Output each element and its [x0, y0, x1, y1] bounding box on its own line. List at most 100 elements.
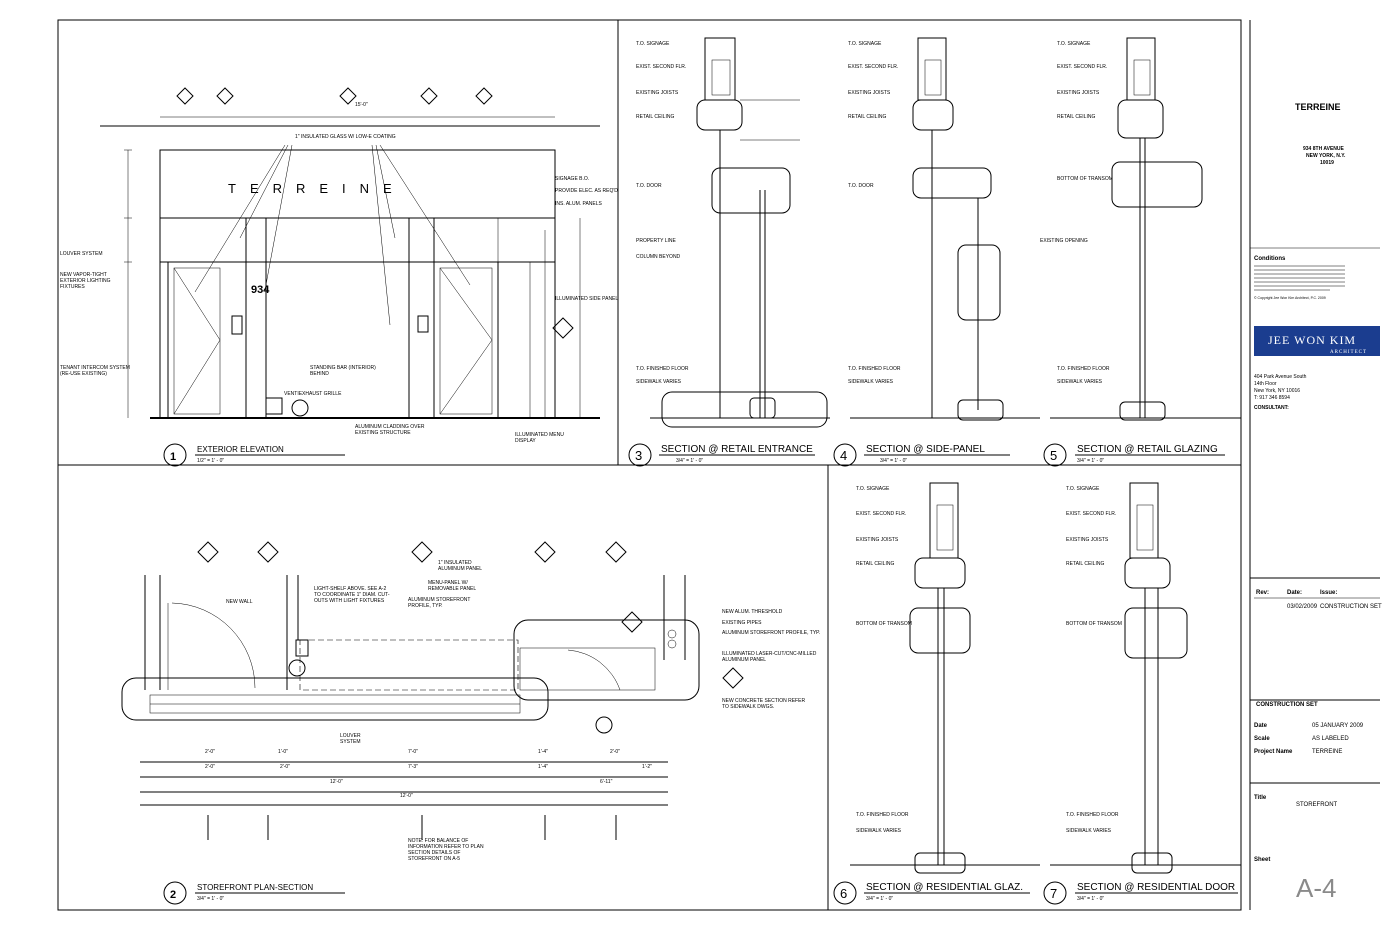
storefront-plan-section — [121, 541, 744, 806]
elevation-overall-dim: 15'-0" — [355, 102, 368, 108]
detail-6-num: 6 — [840, 886, 847, 901]
s3-finished-floor: T.O. FINISHED FLOOR — [636, 366, 689, 372]
s3-property-line: PROPERTY LINE — [636, 238, 676, 244]
project-address-2: NEW YORK, N.Y. — [1306, 153, 1346, 159]
date-label: Date — [1254, 723, 1268, 729]
section-3-drawing — [650, 37, 830, 428]
project-address-3: 10019 — [1320, 160, 1334, 166]
detail-7-scale: 3/4" = 1' - 0" — [1077, 896, 1104, 902]
scale-label: Scale — [1254, 736, 1270, 742]
firm-address-1: 404 Park Avenue South — [1254, 374, 1307, 380]
s5-second-flr: EXIST. SECOND FLR. — [1057, 64, 1107, 70]
detail-4-num: 4 — [840, 448, 847, 463]
detail-6-scale: 3/4" = 1' - 0" — [866, 896, 893, 902]
detail-5-bubble — [1043, 443, 1067, 467]
plan-note-threshold: NEW ALUM. THRESHOLD — [722, 609, 783, 615]
s3-ceiling: RETAIL CEILING — [636, 114, 674, 120]
s4-sidewalk: SIDEWALK VARIES — [848, 379, 894, 385]
project-label: Project Name — [1254, 749, 1293, 755]
s4-second-flr: EXIST. SECOND FLR. — [848, 64, 898, 70]
plan-note-new-wall: NEW WALL — [226, 599, 253, 605]
s3-second-flr: EXIST. SECOND FLR. — [636, 64, 686, 70]
s7-finished-floor: T.O. FINISHED FLOOR — [1066, 812, 1119, 818]
sheet-label: Sheet — [1254, 857, 1270, 863]
s5-transom: BOTTOM OF TRANSOM — [1057, 176, 1113, 182]
rev-header-issue: Issue: — [1320, 590, 1337, 596]
sheet-number: A-4 — [1296, 873, 1336, 903]
section-6-drawing — [850, 482, 1040, 874]
s5-sidewalk: SIDEWALK VARIES — [1057, 379, 1103, 385]
s6-signage: T.O. SIGNAGE — [856, 486, 890, 492]
section-7-drawing — [1050, 482, 1241, 874]
section-6-levels: T.O. SIGNAGE EXIST. SECOND FLR. EXISTING… — [856, 486, 912, 834]
s5-existing-opening: EXISTING OPENING — [1040, 238, 1088, 244]
s7-transom: BOTTOM OF TRANSOM — [1066, 621, 1122, 627]
firm-phone: T: 917 346 8594 — [1254, 395, 1290, 401]
detail-1-scale: 1/2" = 1' - 0" — [197, 458, 224, 464]
plan-note-light-shelf: LIGHT-SHELF ABOVE. SEE A-2 TO COORDINATE… — [314, 586, 390, 604]
s5-signage: T.O. SIGNAGE — [1057, 41, 1091, 47]
plan-note-pipes: EXISTING PIPES — [722, 620, 762, 626]
s7-joists: EXISTING JOISTS — [1066, 537, 1109, 543]
note-alum-panels: INS. ALUM. PANELS — [555, 201, 603, 207]
dim-r3-0: 12'-0" — [330, 779, 343, 785]
firm-logo-name: JEE WON KIM — [1268, 333, 1356, 347]
detail-6-bubble — [833, 881, 857, 905]
street-number: 934 — [251, 284, 270, 296]
rev-row-issue: CONSTRUCTION SET — [1320, 604, 1382, 610]
note-signage: SIGNAGE B.O. — [555, 176, 589, 182]
plan-note-louver: LOUVER SYSTEM — [340, 733, 361, 745]
s5-ceiling: RETAIL CEILING — [1057, 114, 1095, 120]
dim-r2-3: 1'-4" — [538, 764, 548, 770]
dim-r1-4: 2'-0" — [610, 749, 620, 755]
note-standing-bar: STANDING BAR (INTERIOR) BEHIND — [310, 365, 376, 377]
s6-finished-floor: T.O. FINISHED FLOOR — [856, 812, 909, 818]
note-louver-system: LOUVER SYSTEM — [60, 251, 103, 257]
rev-header-date: Date: — [1287, 590, 1302, 596]
detail-7-bubble — [1043, 881, 1067, 905]
dim-total: 12'-0" — [400, 793, 413, 799]
dim-r2-1: 2'-0" — [280, 764, 290, 770]
detail-1-bubble — [163, 443, 187, 467]
project-name: TERREINE — [1295, 102, 1341, 112]
title-value: STOREFRONT — [1296, 802, 1338, 808]
section-4-drawing — [850, 37, 1040, 421]
note-lighting-fixtures: NEW VAPOR-TIGHT EXTERIOR LIGHTING FIXTUR… — [60, 272, 111, 290]
note-illuminated-menu: ILLUMINATED MENU DISPLAY — [515, 432, 564, 444]
detail-3-title: SECTION @ RETAIL ENTRANCE — [661, 444, 813, 455]
detail-5-title: SECTION @ RETAIL GLAZING — [1077, 444, 1218, 455]
dim-r3-1: 6'-11" — [600, 779, 613, 785]
detail-5-scale: 3/4" = 1' - 0" — [1077, 458, 1104, 464]
s4-door: T.O. DOOR — [848, 183, 874, 189]
detail-2-num: 2 — [170, 889, 176, 901]
note-illuminated-side-panel: ILLUMINATED SIDE PANEL — [555, 296, 618, 302]
detail-2-bubble — [163, 881, 187, 905]
plan-note-laser-panel: ILLUMINATED LASER-CUT/CNC-MILLED ALUMINU… — [722, 651, 817, 663]
s5-finished-floor: T.O. FINISHED FLOOR — [1057, 366, 1110, 372]
s6-second-flr: EXIST. SECOND FLR. — [856, 511, 906, 517]
s3-signage: T.O. SIGNAGE — [636, 41, 670, 47]
s7-ceiling: RETAIL CEILING — [1066, 561, 1104, 567]
plan-note-insulated-panel: 1" INSULATED ALUMINUM PANEL — [438, 560, 483, 572]
rev-row-date: 03/02/2009 — [1287, 604, 1318, 610]
plan-note-concrete: NEW CONCRETE SECTION REFER TO SIDEWALK D… — [722, 698, 806, 710]
plan-section-cut-marks — [207, 815, 617, 840]
conditions-heading: Conditions — [1254, 256, 1286, 262]
detail-4-scale: 3/4" = 1' - 0" — [880, 458, 907, 464]
rev-header-rev: Rev: — [1256, 590, 1269, 596]
note-aluminum-cladding: ALUMINUM CLADDING OVER EXISTING STRUCTUR… — [355, 424, 425, 436]
firm-logo — [1254, 326, 1380, 356]
note-tenant-intercom: TENANT INTERCOM SYSTEM (RE-USE EXISTING) — [60, 365, 130, 377]
detail-3-scale: 3/4" = 1' - 0" — [676, 458, 703, 464]
dim-r1-3: 1'-4" — [538, 749, 548, 755]
s3-joists: EXISTING JOISTS — [636, 90, 679, 96]
s5-joists: EXISTING JOISTS — [1057, 90, 1100, 96]
s7-second-flr: EXIST. SECOND FLR. — [1066, 511, 1116, 517]
section-7-levels: T.O. SIGNAGE EXIST. SECOND FLR. EXISTING… — [1066, 486, 1122, 834]
plan-note-profile-typ: ALUMINUM STOREFRONT PROFILE, TYP. — [722, 630, 820, 636]
s4-signage: T.O. SIGNAGE — [848, 41, 882, 47]
detail-5-num: 5 — [1050, 448, 1057, 463]
s4-joists: EXISTING JOISTS — [848, 90, 891, 96]
s6-sidewalk: SIDEWALK VARIES — [856, 828, 902, 834]
